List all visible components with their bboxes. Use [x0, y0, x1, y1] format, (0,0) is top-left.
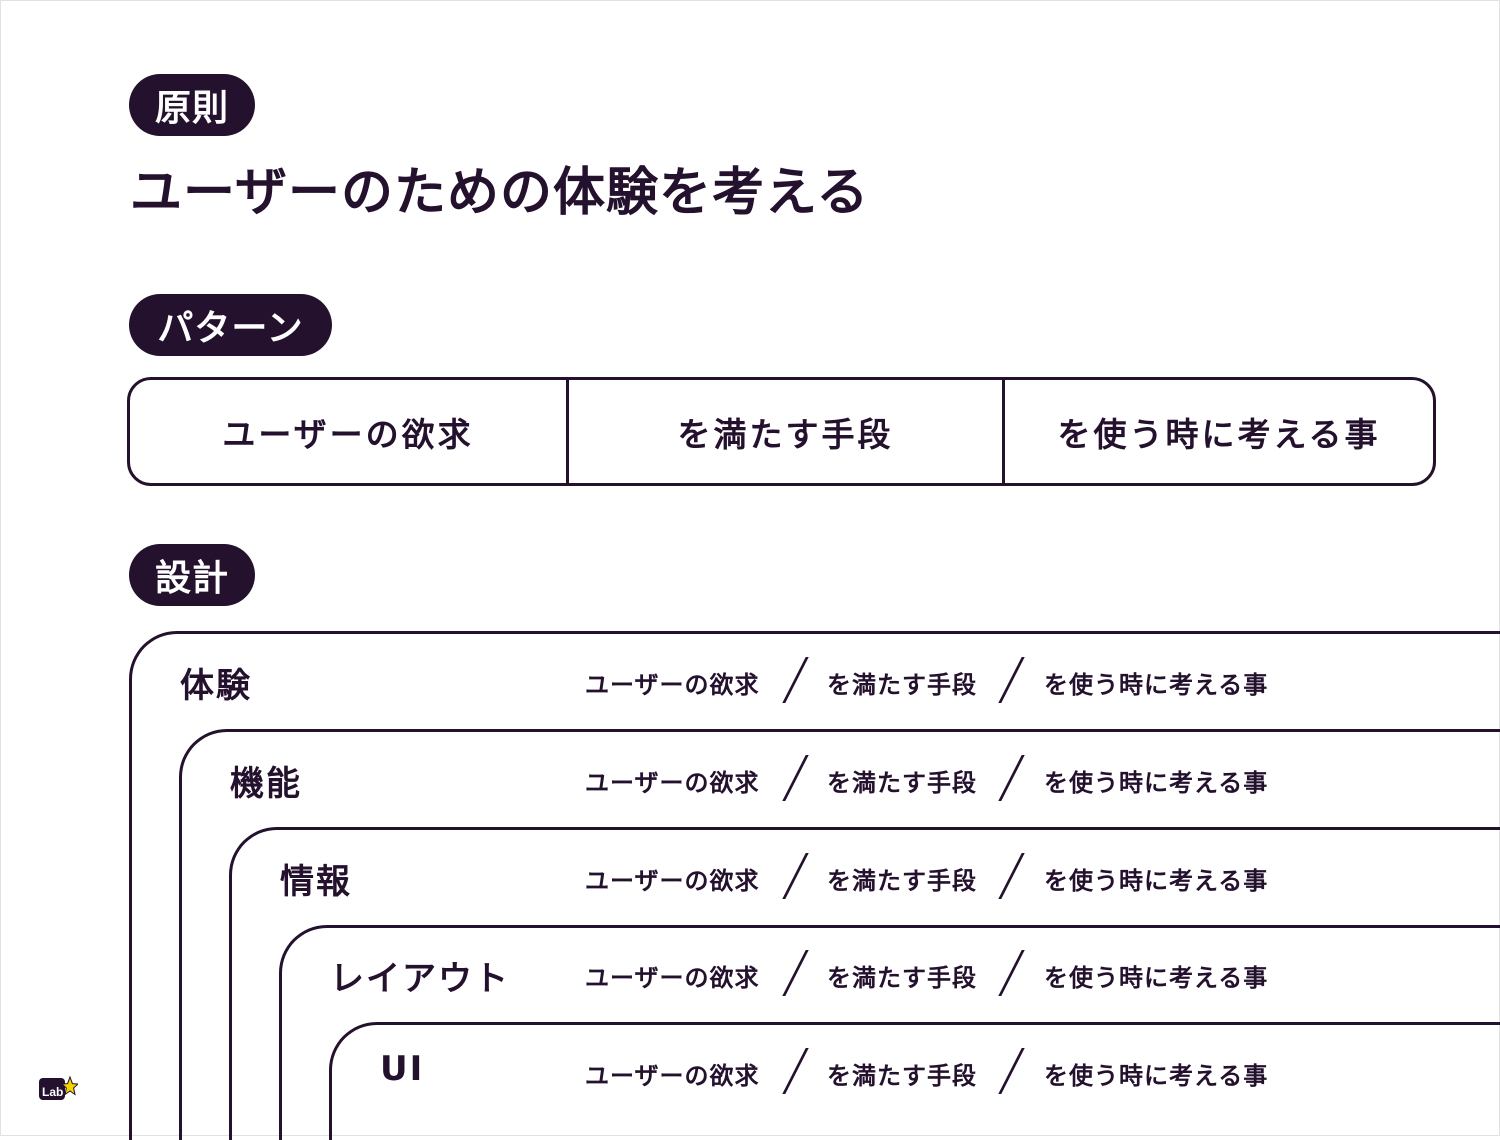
layer-label-ui: UI	[380, 1049, 425, 1089]
slash-divider	[998, 657, 1025, 703]
layer-ui	[329, 1022, 1500, 1140]
phrase-considerations: を使う時に考える事	[1044, 1062, 1269, 1090]
pattern-cell-considerations: を使う時に考える事	[1002, 380, 1433, 483]
slash-divider	[998, 1048, 1025, 1094]
phrase-considerations: を使う時に考える事	[1044, 964, 1269, 992]
slash-divider	[998, 950, 1025, 996]
layer-phrases-experience: ユーザーの欲求 を満たす手段 を使う時に考える事	[585, 655, 1305, 705]
phrase-means: を満たす手段	[827, 769, 977, 797]
layer-label-layout: レイアウト	[330, 959, 510, 999]
design-badge: 設計	[129, 544, 255, 606]
phrase-desire: ユーザーの欲求	[585, 964, 760, 992]
phrase-desire: ユーザーの欲求	[585, 1062, 760, 1090]
slash-divider	[782, 755, 809, 801]
phrase-desire: ユーザーの欲求	[585, 769, 760, 797]
layer-layout	[279, 925, 1500, 1140]
phrase-means: を満たす手段	[827, 964, 977, 992]
layer-label-information: 情報	[280, 862, 352, 902]
principle-badge: 原則	[129, 74, 255, 136]
phrase-considerations: を使う時に考える事	[1044, 671, 1269, 699]
slash-divider	[782, 853, 809, 899]
slash-divider	[782, 1048, 809, 1094]
layer-phrases-function: ユーザーの欲求 を満たす手段 を使う時に考える事	[585, 753, 1305, 803]
layer-function	[179, 729, 1500, 1140]
lab-star-logo-icon: Lab	[39, 1075, 78, 1100]
phrase-means: を満たす手段	[827, 671, 977, 699]
phrase-considerations: を使う時に考える事	[1044, 867, 1269, 895]
phrase-means: を満たす手段	[827, 1062, 977, 1090]
layer-label-function: 機能	[230, 764, 302, 804]
layer-information	[229, 827, 1500, 1140]
page-title: ユーザーのための体験を考える	[130, 163, 870, 223]
logo-text: Lab	[42, 1085, 63, 1099]
layer-phrases-ui: ユーザーの欲求 を満たす手段 を使う時に考える事	[585, 1046, 1305, 1096]
slash-divider	[782, 950, 809, 996]
slash-divider	[998, 755, 1025, 801]
slash-divider	[782, 657, 809, 703]
pattern-table: ユーザーの欲求 を満たす手段 を使う時に考える事	[127, 377, 1436, 486]
pattern-cell-means: を満たす手段	[566, 380, 1002, 483]
pattern-badge: パターン	[129, 294, 332, 356]
slash-divider	[998, 853, 1025, 899]
phrase-means: を満たす手段	[827, 867, 977, 895]
phrase-desire: ユーザーの欲求	[585, 867, 760, 895]
pattern-cell-desire: ユーザーの欲求	[222, 414, 474, 454]
phrase-considerations: を使う時に考える事	[1044, 769, 1269, 797]
layer-phrases-information: ユーザーの欲求 を満たす手段 を使う時に考える事	[585, 851, 1305, 901]
phrase-desire: ユーザーの欲求	[585, 671, 760, 699]
layer-experience	[129, 631, 1500, 1140]
layer-label-experience: 体験	[180, 666, 252, 706]
layer-phrases-layout: ユーザーの欲求 を満たす手段 を使う時に考える事	[585, 948, 1305, 998]
